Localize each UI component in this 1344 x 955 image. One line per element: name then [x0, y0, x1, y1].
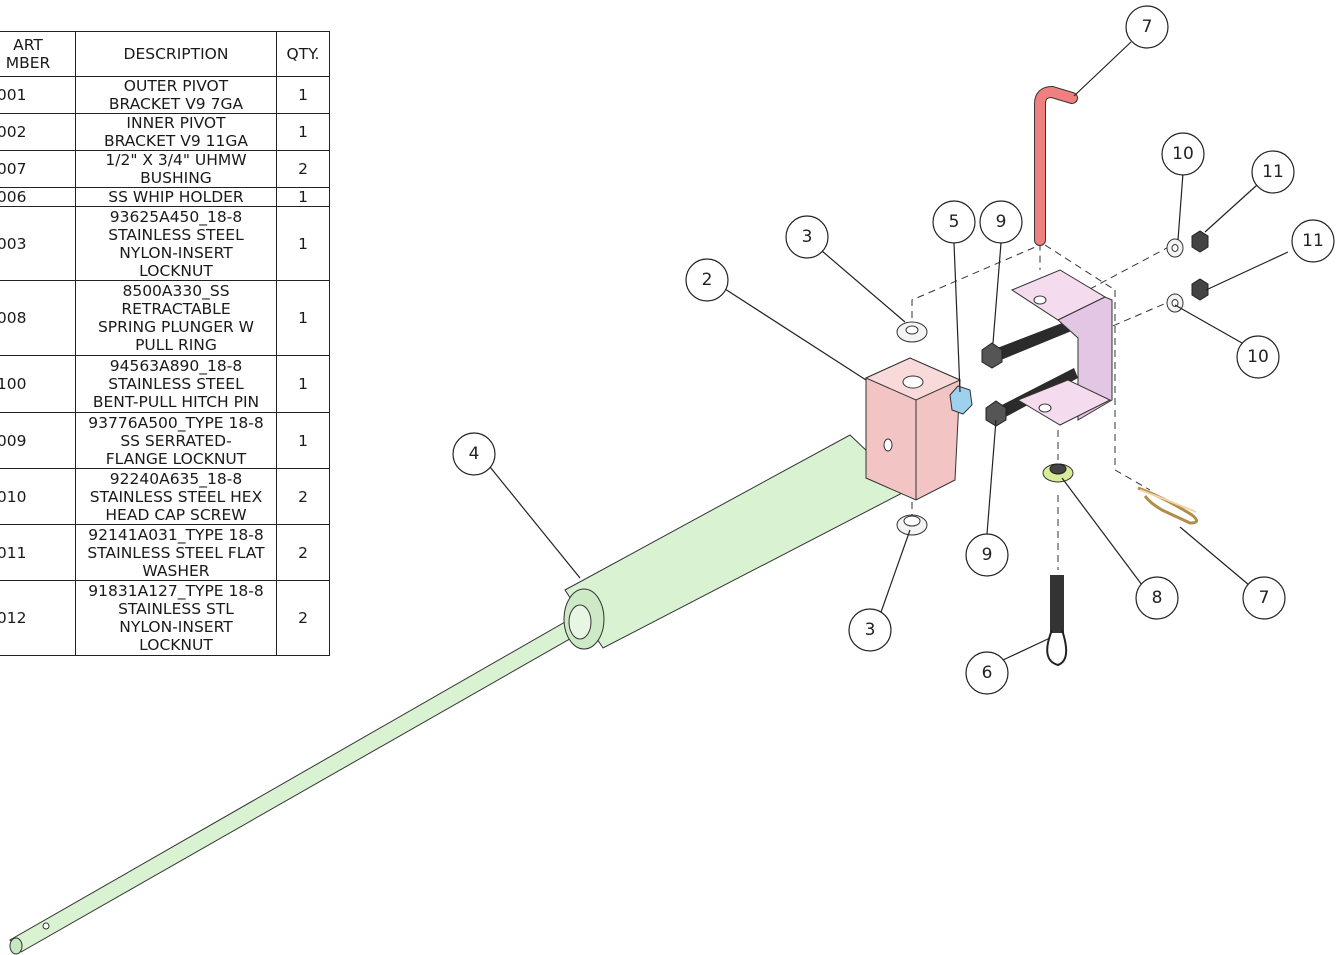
whip-holder-part [9, 434, 909, 955]
bent-pull-hitch-pin-part [1034, 85, 1198, 525]
description-cell: 94563A890_18-8 STAINLESS STEEL BENT-PULL… [75, 355, 277, 413]
description-cell: INNER PIVOT BRACKET V9 11GA [75, 113, 277, 151]
balloon-9-bottom: 9 [965, 533, 1009, 577]
svg-text:11: 11 [1302, 231, 1324, 251]
qty-cell: 1 [276, 206, 330, 281]
svg-text:3: 3 [802, 227, 813, 247]
svg-text:7: 7 [1259, 588, 1270, 608]
bill-of-materials-table: ART MBER DESCRIPTION QTY. 1001OUTER PIVO… [0, 31, 330, 656]
qty-header: QTY. [276, 31, 330, 77]
outer-pivot-bracket-part [864, 357, 962, 501]
inner-pivot-bracket-part [1010, 269, 1113, 426]
bom-header-row: ART MBER DESCRIPTION QTY. [0, 31, 330, 77]
part-number-cell: 1012 [0, 580, 76, 656]
description-cell: 8500A330_SS RETRACTABLE SPRING PLUNGER W… [75, 280, 277, 356]
balloon-3-bottom: 3 [848, 608, 892, 652]
qty-cell: 1 [276, 280, 330, 356]
balloon-7-top: 7 [1125, 5, 1169, 49]
nylon-insert-locknuts-part [1191, 230, 1209, 301]
svg-text:9: 9 [996, 212, 1007, 232]
balloon-11-top: 11 [1251, 150, 1295, 194]
description-cell: 92240A635_18-8 STAINLESS STEEL HEX HEAD … [75, 468, 277, 525]
balloon-4: 4 [452, 432, 496, 476]
balloon-2: 2 [685, 258, 729, 302]
svg-text:11: 11 [1262, 162, 1284, 182]
svg-text:3: 3 [865, 620, 876, 640]
balloon-10-top: 10 [1161, 132, 1205, 176]
balloon-leaders [489, 41, 1289, 661]
qty-cell: 2 [276, 468, 330, 525]
svg-text:6: 6 [982, 663, 993, 683]
svg-text:5: 5 [949, 212, 960, 232]
qty-cell: 2 [276, 524, 330, 581]
qty-cell: 1 [276, 113, 330, 151]
svg-text:8: 8 [1152, 588, 1163, 608]
balloon-10-mid: 10 [1236, 335, 1280, 379]
description-cell: 1/2" X 3/4" UHMW BUSHING [75, 150, 277, 188]
flat-washers-part [1166, 238, 1184, 313]
svg-text:7: 7 [1142, 17, 1153, 37]
balloon-11-mid: 11 [1291, 219, 1335, 263]
part-number-header: ART MBER [0, 31, 76, 77]
balloon-8: 8 [1135, 576, 1179, 620]
balloon-6: 6 [965, 651, 1009, 695]
svg-text:10: 10 [1247, 347, 1269, 367]
bushing-bottom-part [896, 514, 928, 536]
description-cell: OUTER PIVOT BRACKET V9 7GA [75, 76, 277, 114]
bushing-top-part [896, 321, 928, 343]
qty-cell: 1 [276, 76, 330, 114]
description-header: DESCRIPTION [75, 31, 277, 77]
balloon-7-bottom: 7 [1242, 576, 1286, 620]
description-cell: 91831A127_TYPE 18-8 STAINLESS STL NYLON-… [75, 580, 277, 656]
svg-text:9: 9 [982, 545, 993, 565]
description-cell: 93776A500_TYPE 18-8 SS SERRATED- FLANGE … [75, 412, 277, 469]
balloon-3-top: 3 [785, 215, 829, 259]
qty-cell: 2 [276, 580, 330, 656]
balloon-9-top: 9 [979, 200, 1023, 244]
nylon-locknut-part [949, 385, 973, 415]
balloon-5: 5 [932, 200, 976, 244]
bom-row: 101291831A127_TYPE 18-8 STAINLESS STL NY… [0, 580, 330, 656]
description-cell: 93625A450_18-8 STAINLESS STEEL NYLON-INS… [75, 206, 277, 281]
svg-text:4: 4 [469, 444, 480, 464]
svg-text:2: 2 [702, 270, 713, 290]
svg-text:10: 10 [1172, 144, 1194, 164]
spring-plunger-part [1046, 575, 1068, 667]
serrated-flange-locknut-part [1042, 463, 1074, 483]
